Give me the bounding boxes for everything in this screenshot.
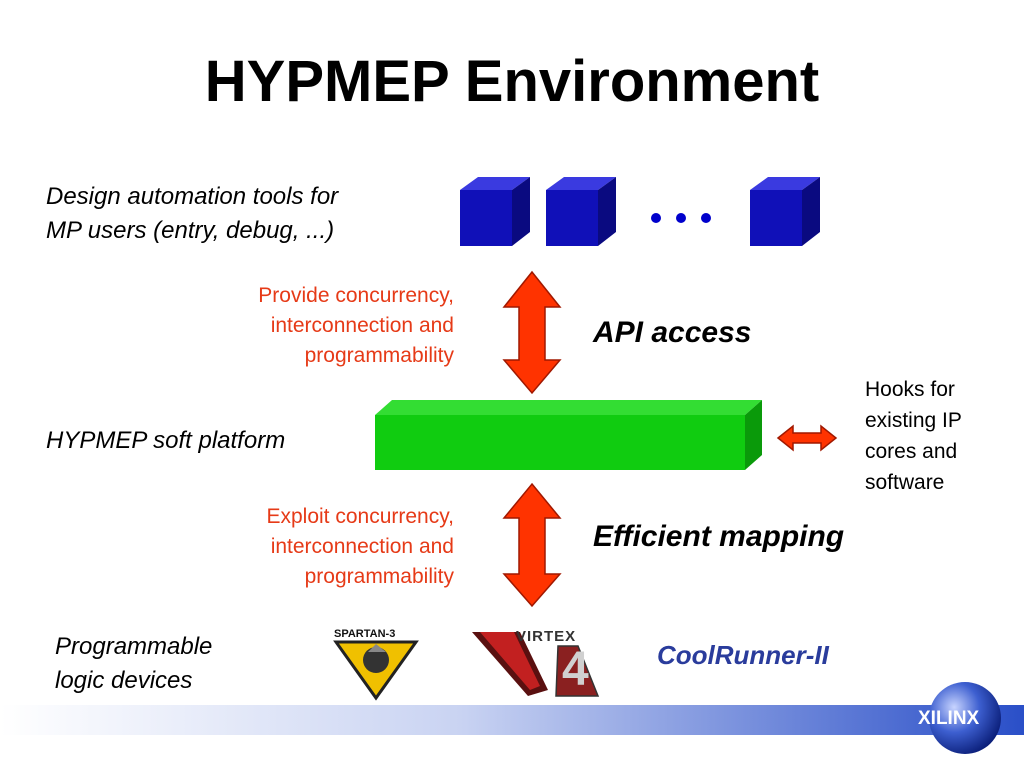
exploit-label: Exploit concurrency, interconnection and…: [266, 502, 454, 592]
exploit-label-line1: Exploit concurrency,: [266, 505, 454, 528]
exploit-label-line2: interconnection and: [270, 535, 454, 558]
mapping-double-arrow: [502, 482, 562, 608]
hooks-double-arrow: [776, 424, 838, 452]
coolrunner-logo-text: CoolRunner-II: [657, 640, 829, 670]
virtex-logo-text: VIRTEX: [516, 628, 577, 645]
provide-label-line1: Provide concurrency,: [258, 284, 454, 307]
hooks-label: Hooks for existing IP cores and software: [865, 374, 962, 498]
ellipsis-dot-1: [651, 213, 661, 223]
exploit-label-line3: programmability: [304, 565, 454, 588]
hooks-label-line2: existing IP: [865, 409, 962, 432]
devices-label-line1: Programmable: [55, 633, 213, 660]
ellipsis-dot-2: [676, 213, 686, 223]
tools-label: Design automation tools for MP users (en…: [46, 180, 338, 248]
platform-label: HYPMEP soft platform: [46, 427, 286, 454]
spartan-logo-text: SPARTAN-3: [334, 628, 396, 640]
provide-label: Provide concurrency, interconnection and…: [258, 281, 454, 371]
api-double-arrow: [502, 270, 562, 395]
provide-label-line3: programmability: [304, 344, 454, 367]
tool-cube-1: [460, 177, 530, 246]
virtex-logo-number: 4: [562, 643, 589, 696]
hooks-label-line4: software: [865, 471, 945, 494]
provide-label-line2: interconnection and: [270, 314, 454, 337]
virtex-logo: [472, 632, 600, 697]
tools-label-line1: Design automation tools for: [46, 183, 339, 210]
hooks-label-line3: cores and: [865, 440, 958, 463]
tools-label-line2: MP users (entry, debug, ...): [46, 217, 335, 244]
tool-cube-3: [750, 177, 820, 246]
platform-bar: [375, 400, 762, 470]
footer-band: [0, 705, 1024, 735]
xilinx-globe: [929, 682, 1001, 754]
devices-label: Programmable logic devices: [55, 630, 212, 698]
hooks-label-line1: Hooks for: [865, 378, 955, 401]
page-title: HYPMEP Environment: [204, 49, 820, 114]
api-access-label: API access: [593, 316, 752, 349]
tool-cube-2: [546, 177, 616, 246]
spartan-logo: [326, 625, 426, 705]
xilinx-logo-text: XILINX: [918, 708, 980, 729]
ellipsis-dot-3: [701, 213, 711, 223]
efficient-mapping-label: Efficient mapping: [593, 520, 845, 553]
devices-label-line2: logic devices: [55, 667, 193, 694]
